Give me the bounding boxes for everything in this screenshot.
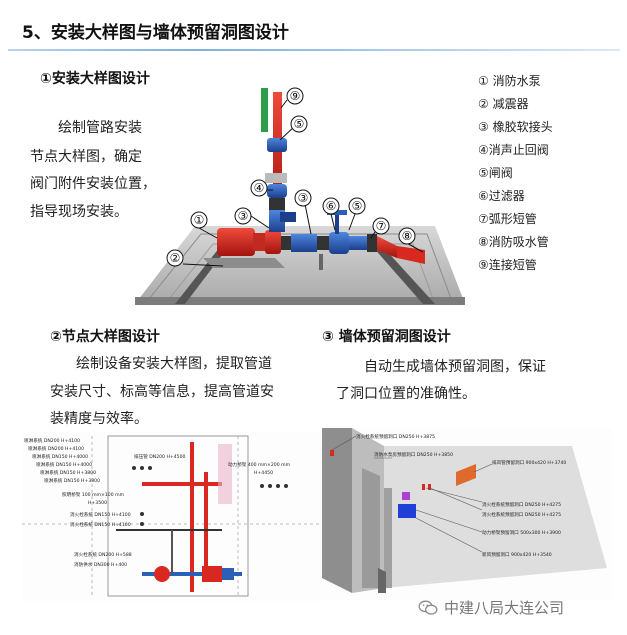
legend-item-4: ④消声止回阀 [478, 143, 549, 157]
callout-5a: ⑤ [294, 117, 305, 131]
callout-5b: ⑤ [352, 199, 363, 213]
page-title: 5、安装大样图与墙体预留洞图设计 [22, 23, 289, 43]
section1-line-1: 绘制管路安装 [58, 120, 142, 136]
detail-label-7: 排压管 DN200 H+4500 [134, 453, 186, 460]
section2-line-3: 装精度与效率。 [50, 411, 148, 427]
legend-item-3: ③ 橡胶软接头 [478, 120, 553, 134]
detail-label-4: 喷淋系统 DN150 H+4000 [36, 461, 92, 468]
section3-line-1: 自动生成墙体预留洞图，保证 [364, 359, 546, 375]
section2-line-1: 绘制设备安装大样图，提取管道 [76, 356, 272, 372]
node-detail-drawing: 喷淋系统 DN200 H+4100 喷淋系统 DN200 H+4100 喷淋系统… [22, 432, 322, 602]
section3-line-2: 了洞口位置的准确性。 [336, 386, 476, 402]
detail-label-10: 照明桥架 100 mm×100 mm [62, 491, 125, 498]
hole-label-6: 动力桥架预留洞口 500x300 H+3900 [482, 529, 561, 536]
callout-6: ⑥ [326, 199, 337, 213]
section2-line-2: 安装尺寸、标高等信息，提高管道安 [50, 384, 274, 400]
legend-item-2: ② 减震器 [478, 97, 529, 111]
legend-item-6: ⑥过滤器 [478, 189, 525, 203]
wall-reserved-hole-drawing: 消火栓系统预留洞口 DN250 H+3875 消防水泵房预留洞口 DN250 H… [322, 428, 612, 600]
callout-3b: ③ [298, 191, 309, 205]
wechat-icon [418, 600, 438, 615]
detail-label-1: 喷淋系统 DN200 H+4100 [24, 437, 80, 444]
detail-label-9: H+4450 [254, 470, 273, 476]
hole-label-7: 新风预留洞口 900x420 H+3540 [482, 551, 552, 558]
footer-brand-text: 中建八局大连公司 [444, 599, 565, 617]
detail-label-14: 消火栓系统 DN200 H+588 [74, 551, 132, 558]
section1-line-2: 节点大样图，确定 [30, 149, 142, 165]
section3-heading: ③ 墙体预留洞图设计 [322, 329, 451, 345]
detail-label-12: 消火栓系统 DN150 H+4100 [70, 511, 131, 518]
legend-item-8: ⑧消防吸水管 [478, 235, 549, 249]
legend-item-7: ⑦弧形短管 [478, 212, 537, 226]
pump-installation-illustration [135, 88, 465, 305]
legend-item-9: ⑨连接短管 [478, 258, 537, 272]
section2-heading: ②节点大样图设计 [50, 329, 160, 345]
callout-2: ② [170, 251, 181, 265]
section1-line-4: 指导现场安装。 [30, 204, 128, 220]
callout-7: ⑦ [376, 219, 387, 233]
section1-line-3: 阀门附件安装位置， [30, 176, 156, 192]
footer-brand: 中建八局大连公司 [418, 597, 564, 618]
title-underline [8, 49, 620, 51]
callout-layer: ① ② ③ ③ ④ ⑤ ⑤ ⑥ ⑦ ⑧ ⑨ [166, 87, 424, 267]
hole-label-1: 消火栓系统预留洞口 DN250 H+3875 [356, 433, 435, 440]
section1-heading: ①安装大样图设计 [40, 71, 150, 87]
hole-label-4: 消火栓系统预留洞口 DN250 H+4275 [482, 501, 561, 508]
callout-4: ④ [254, 181, 265, 195]
detail-label-6: 喷淋系统 DN150 H+3800 [44, 477, 100, 484]
hole-label-2: 消防水泵房预留洞口 DN250 H+3850 [374, 451, 453, 458]
callout-3a: ③ [238, 209, 249, 223]
detail-label-11: H+3500 [88, 500, 107, 506]
detail-label-15: 消防供水 DN300 H+400 [74, 561, 127, 568]
detail-label-13: 消火栓系统 DN150 H+4100 [70, 521, 131, 528]
detail-label-8: 动力桥架 400 mm×200 mm [228, 461, 291, 468]
callout-1: ① [194, 213, 205, 227]
detail-label-2: 喷淋系统 DN200 H+4100 [28, 445, 84, 452]
hole-label-5: 消火栓系统预留洞口 DN250 H+4275 [482, 511, 561, 518]
hole-label-3: 排风管预留洞口 900x420 H+3740 [492, 459, 566, 466]
detail-label-5: 喷淋系统 DN150 H+3800 [40, 469, 96, 476]
detail-label-3: 喷淋系统 DN150 H+4000 [32, 453, 88, 460]
legend-item-1: ① 消防水泵 [478, 74, 541, 88]
callout-8: ⑧ [402, 229, 413, 243]
callout-9: ⑨ [290, 89, 301, 103]
legend-item-5: ⑤闸阀 [478, 166, 513, 180]
